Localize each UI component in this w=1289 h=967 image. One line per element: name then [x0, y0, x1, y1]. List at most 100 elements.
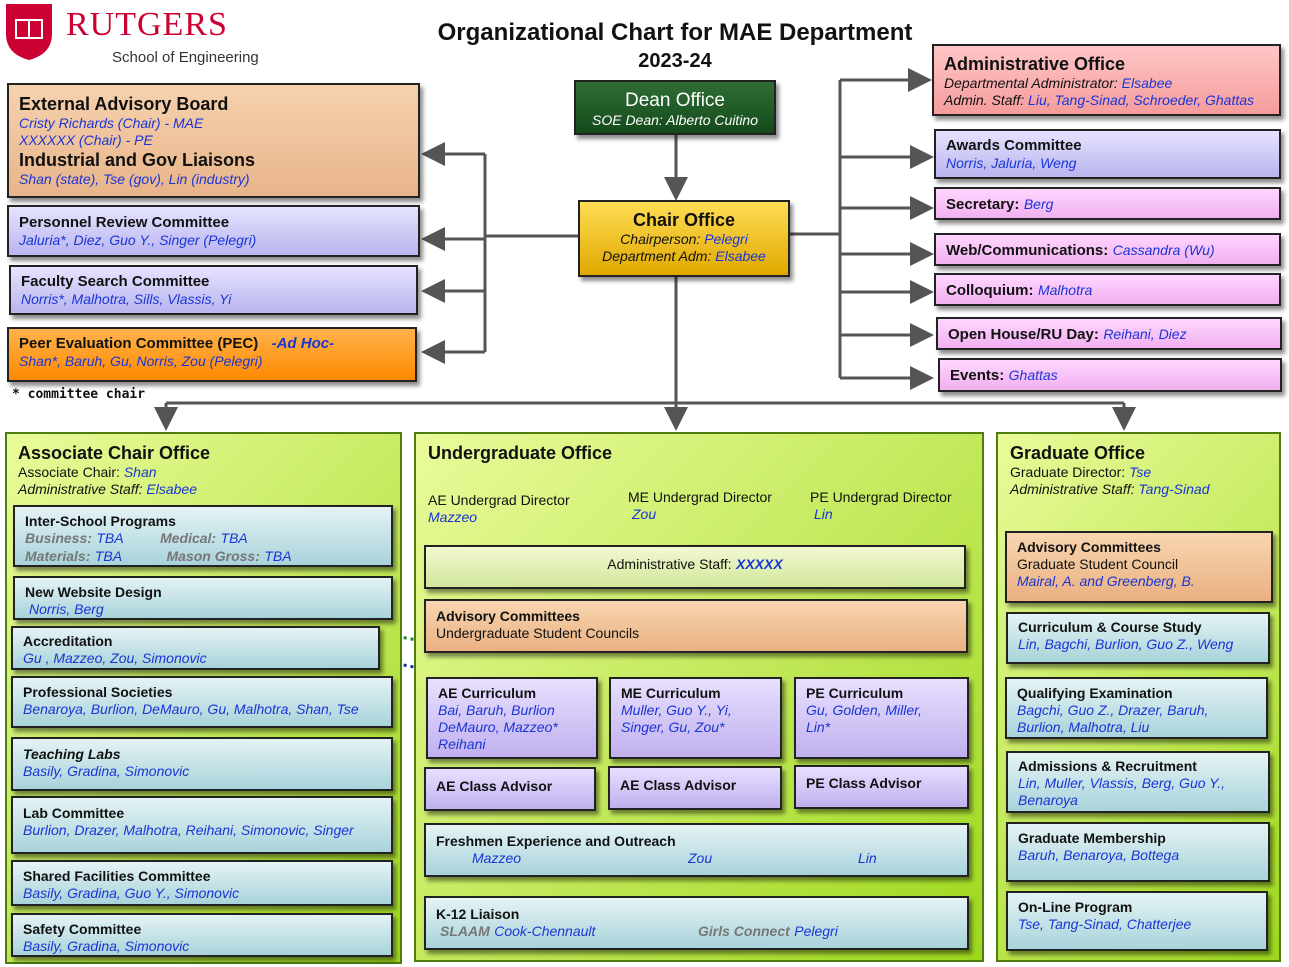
grad-adv-sub: Graduate Student Council [1017, 556, 1179, 572]
ug-title: Undergraduate Office [428, 443, 613, 463]
accreditation-title: Accreditation [23, 633, 113, 649]
web-label: Web/Communications: [946, 242, 1109, 259]
mec-members-2: Singer, Gu, Zou* [621, 719, 725, 735]
lab-committee: Lab Committee Burlion, Drazer, Malhotra,… [11, 796, 393, 854]
mem-members: Baruh, Benaroya, Bottega [1018, 847, 1180, 863]
graduate-membership: Graduate Membership Baruh, Benaroya, Bot… [1006, 822, 1270, 882]
isp-business-label: Business: [25, 530, 92, 546]
prc-title: Personnel Review Committee [19, 214, 230, 231]
admin-staff-label: Admin. Staff: [944, 92, 1025, 108]
me-class-advisor: AE Class Advisor [608, 766, 782, 810]
aec-title: AE Curriculum [438, 685, 537, 701]
pe-director-label: PE Undergrad Director [810, 489, 952, 505]
prof-members: Benaroya, Burlion, DeMauro, Gu, Malhotra… [23, 701, 359, 717]
lab-title: Lab Committee [23, 805, 125, 821]
ug-adv-sub: Undergraduate Student Councils [436, 625, 640, 641]
dean-title: Dean Office [625, 90, 725, 111]
open-house-box: Open House/RU Day: Reihani, Diez [936, 317, 1282, 350]
assoc-chair-name: Shan [123, 464, 157, 480]
isp-mason-label: Mason Gross: [166, 548, 260, 564]
admin-title: Administrative Office [944, 54, 1126, 74]
rutgers-logo: RUTGERS School of Engineering [0, 2, 260, 66]
dept-adm-label: Department Adm: [602, 248, 712, 264]
pec-title: Peer Evaluation Committee (PEC) [19, 335, 259, 352]
me-director-label: ME Undergrad Director [628, 489, 772, 505]
isp-materials-value: TBA [94, 548, 123, 564]
isp-materials-label: Materials: [25, 548, 91, 564]
ae-class-advisor: AE Class Advisor [424, 767, 596, 811]
freshmen-experience: Freshmen Experience and Outreach Mazzeo … [424, 823, 969, 877]
ae-director-label: AE Undergrad Director [428, 492, 570, 508]
teaching-members: Basily, Gradina, Simonovic [23, 763, 190, 779]
awards-title: Awards Committee [946, 137, 1082, 154]
secretary-box: Secretary: Berg [934, 187, 1281, 220]
new-website-design: New Website Design Norris, Berg [13, 576, 393, 620]
grad-advisory-committees: Advisory Committees Graduate Student Cou… [1005, 531, 1273, 603]
online-program: On-Line Program Tse, Tang-Sinad, Chatter… [1006, 891, 1268, 951]
assoc-staff-label: Administrative Staff: [18, 481, 143, 497]
events-name: Ghattas [1008, 367, 1058, 383]
fsc-title: Faculty Search Committee [21, 273, 210, 290]
qual-title: Qualifying Examination [1017, 685, 1173, 701]
k12-liaison: K-12 Liaison SLAAM Cook-Chennault Girls … [424, 896, 969, 950]
dean-office-box: Dean Office SOE Dean: Alberto Cuitino [574, 80, 776, 135]
openhouse-label: Open House/RU Day: [948, 326, 1099, 343]
peer-evaluation-committee: Peer Evaluation Committee (PEC) -Ad Hoc-… [7, 327, 417, 382]
k12-title: K-12 Liaison [436, 906, 520, 922]
safety-committee: Safety Committee Basily, Gradina, Simono… [11, 913, 393, 957]
chair-name: Pelegri [704, 231, 748, 247]
adm-members-2: Benaroya [1018, 792, 1078, 808]
web-name: Cassandra (Wu) [1112, 242, 1215, 258]
dean-name: SOE Dean: Alberto Cuitino [591, 112, 758, 128]
external-advisory-board: External Advisory Board Cristy Richards … [7, 83, 420, 198]
isp-business-value: TBA [96, 530, 124, 546]
shared-title: Shared Facilities Committee [23, 868, 211, 884]
ae-curriculum: AE Curriculum Bai, Baruh, Burlion DeMaur… [426, 677, 598, 759]
website-title: New Website Design [25, 584, 162, 600]
shield-icon [6, 4, 52, 60]
pe-curriculum: PE Curriculum Gu, Golden, Miller, Lin* [794, 677, 969, 759]
qualifying-examination: Qualifying Examination Bagchi, Guo Z., D… [1005, 677, 1268, 739]
shared-members: Basily, Gradina, Guo Y., Simonovic [23, 885, 240, 901]
online-title: On-Line Program [1018, 899, 1133, 915]
me-class-advisor-label: AE Class Advisor [620, 777, 737, 793]
grad-adv-title: Advisory Committees [1017, 539, 1161, 555]
eab-member-1: Cristy Richards (Chair) - MAE [19, 115, 204, 131]
qual-members-1: Bagchi, Guo Z., Drazer, Baruh, [1017, 702, 1209, 718]
gcurr-members: Lin, Bagchi, Burlion, Guo Z., Weng [1018, 636, 1234, 652]
prc-members: Jaluria*, Diez, Guo Y., Singer (Pelegri) [19, 232, 257, 248]
qual-members-2: Burlion, Malhotra, Liu [1017, 719, 1150, 735]
aec-members-3: Reihani [438, 736, 486, 752]
logo-sub: School of Engineering [112, 49, 259, 66]
ae-director-name: Mazzeo [428, 509, 478, 525]
awards-committee: Awards Committee Norris, Jaluria, Weng [934, 129, 1281, 179]
events-box: Events: Ghattas [938, 358, 1282, 392]
pe-director-name: Lin [814, 506, 833, 522]
isp-medical-value: TBA [220, 530, 248, 546]
administrative-office: Administrative Office Departmental Admin… [932, 44, 1281, 116]
lab-members: Burlion, Drazer, Malhotra, Reihani, Simo… [23, 822, 354, 838]
colloquium-name: Malhotra [1037, 282, 1093, 298]
liaisons-title: Industrial and Gov Liaisons [19, 150, 256, 170]
liaisons-members: Shan (state), Tse (gov), Lin (industry) [19, 171, 250, 187]
secretary-name: Berg [1023, 196, 1054, 212]
me-curriculum: ME Curriculum Muller, Guo Y., Yi, Singer… [609, 677, 782, 759]
pec-members: Shan*, Baruh, Gu, Norris, Zou (Pelegri) [19, 353, 263, 369]
pe-class-advisor-label: PE Class Advisor [806, 775, 922, 791]
secretary-label: Secretary: [946, 196, 1020, 213]
mec-title: ME Curriculum [621, 685, 721, 701]
assoc-title: Associate Chair Office [18, 443, 211, 463]
accreditation: Accreditation Gu , Mazzeo, Zou, Simonovi… [11, 626, 380, 670]
grad-title: Graduate Office [1010, 443, 1146, 463]
faculty-search-committee: Faculty Search Committee Norris*, Malhot… [9, 265, 418, 315]
curriculum-course-study: Curriculum & Course Study Lin, Bagchi, B… [1006, 612, 1270, 664]
grad-director-name: Tse [1129, 464, 1152, 480]
fresh-pe: Lin [858, 850, 877, 866]
awards-members: Norris, Jaluria, Weng [946, 155, 1077, 171]
fresh-me: Zou [688, 850, 713, 866]
inter-school-programs: Inter-School Programs Business: TBA Medi… [13, 505, 393, 567]
committee-chair-note: * committee chair [12, 387, 146, 402]
k12-slaam-name: Cook-Chennault [494, 923, 596, 939]
page-subtitle: 2023-24 [638, 50, 712, 72]
fresh-ae: Mazzeo [472, 850, 522, 866]
